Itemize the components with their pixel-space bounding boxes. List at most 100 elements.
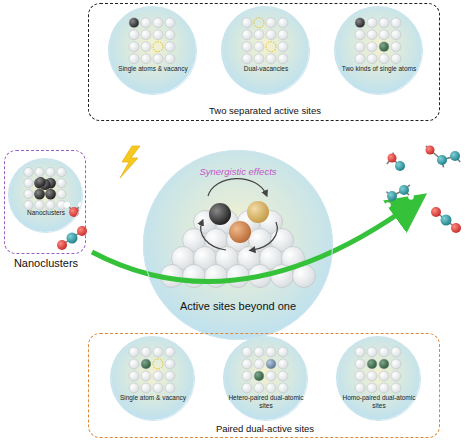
site-background [108,6,196,94]
site-circle: Single atom & vacancy [111,337,195,421]
support-atom [129,383,139,393]
support-atom [183,265,206,288]
molecule-atom [450,151,460,161]
group-caption: Nanoclusters [10,257,82,270]
support-atom [355,42,365,52]
cluster-atom [36,177,46,187]
molecule-atom [409,180,415,186]
circle-outline [109,7,197,95]
site-circle: Dual-vacancies [222,7,310,95]
circle-outline [222,7,310,95]
cycle-arrow [252,222,277,250]
circle-outline [110,8,197,95]
active-atom [247,201,269,223]
support-atom [367,347,377,357]
molecule-atom [67,233,78,244]
reaction-arrow [92,202,415,282]
molecule-atom [451,223,461,233]
support-atom [266,371,276,381]
site-circle: Synergistic effectsActive sites beyond o… [143,150,333,340]
single-atom [379,359,389,369]
vacancy [153,359,163,369]
circle-outline [223,8,310,95]
site-background [143,150,333,340]
single-atom [367,359,377,369]
cycle-arrow [208,179,266,196]
single-atom [141,359,151,369]
support-atom [266,30,276,40]
support-atom [242,359,252,369]
support-atom [266,54,276,64]
molecule-atom [441,167,447,173]
group-box: Paired dual-active sitesSingle atom & va… [88,333,440,438]
molecule-atom [69,207,79,217]
support-atom [35,167,44,176]
support-atom [367,371,377,381]
support-atom [242,383,252,393]
single-atom [254,371,264,381]
molecule-atom [382,163,388,169]
site-background [223,336,307,420]
support-atom [153,371,163,381]
site-label: Synergistic effects [148,167,328,178]
molecule-atom [421,141,427,147]
support-atom [141,383,151,393]
active-atom [229,221,251,243]
site-circle: Two kinds of single atoms [335,7,423,95]
support-atom [391,18,401,28]
support-atom [242,30,252,40]
molecule-atom [437,155,447,165]
support-atom [46,200,55,209]
support-atom [254,30,264,40]
support-atom [391,359,401,369]
support-atom [141,347,151,357]
support-atom [266,18,276,28]
support-atom [141,30,151,40]
support-atom [355,383,365,393]
site-circle: Single atoms & vacancy [109,7,197,95]
circle-outline [335,7,423,95]
support-atom [141,54,151,64]
support-atom [24,178,33,187]
single-atom [355,18,365,28]
cluster-atom [34,189,45,200]
molecule-atom [408,194,414,200]
support-atom [141,18,151,28]
support-atom [391,30,401,40]
support-atom [254,347,264,357]
site-label: Dual-vacancies [226,65,306,72]
support-atom [355,371,365,381]
support-atom [46,167,55,176]
circle-outline [225,338,308,421]
group-caption: Two separated active sites [94,106,436,117]
support-atom [165,18,175,28]
molecule-atom [431,207,441,217]
site-label: Nanoclusters [13,209,79,216]
cycle-arrow [201,222,226,250]
support-atom [129,42,139,52]
support-atom [254,359,264,369]
support-atom [254,54,264,64]
support-atom [355,54,365,64]
support-atom [391,54,401,64]
support-atom [367,54,377,64]
single-atom [266,359,276,369]
molecule-atom [395,161,405,171]
support-atom [24,200,33,209]
site-background [334,6,422,94]
support-atom [242,42,252,52]
site-circle: Hetero-paired dual-atomic sites [224,337,308,421]
circle-outline [111,337,195,421]
support-atom [379,54,389,64]
support-atom [57,189,66,198]
support-atom [57,167,66,176]
support-atom [242,347,252,357]
support-atom [266,347,276,357]
site-label: Hetero-paired dual-atomic sites [228,394,304,409]
support-atom [165,42,175,52]
molecule-atom [64,202,70,208]
circle-outline [9,159,83,233]
support-atom [379,18,389,28]
support-atom [165,371,175,381]
support-atom [355,359,365,369]
